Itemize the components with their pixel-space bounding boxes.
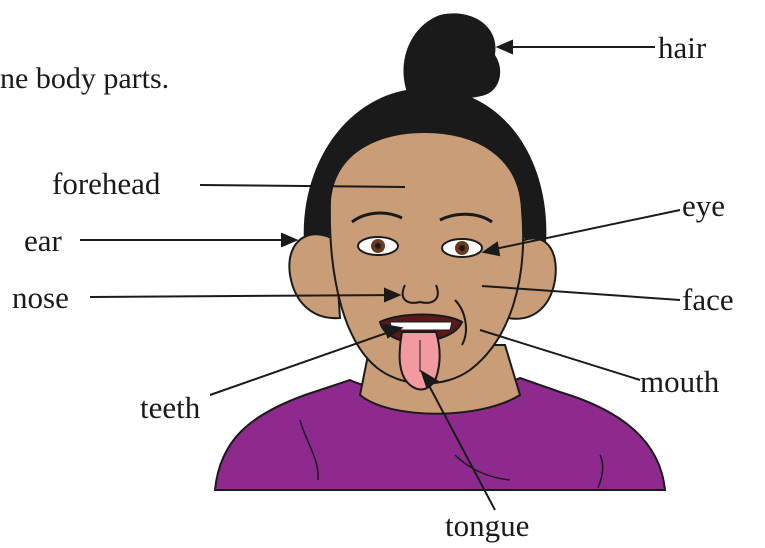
- label-mouth: mouth: [640, 366, 719, 397]
- label-tongue: tongue: [445, 510, 529, 541]
- label-forehead: forehead: [52, 168, 160, 199]
- label-eye: eye: [682, 190, 725, 221]
- label-teeth: teeth: [140, 392, 200, 423]
- label-nose: nose: [12, 282, 69, 313]
- hair-bun: [404, 13, 501, 98]
- label-hair: hair: [658, 32, 706, 63]
- instruction-text: ne body parts.: [0, 64, 169, 94]
- label-face: face: [682, 284, 734, 315]
- label-ear: ear: [24, 225, 62, 256]
